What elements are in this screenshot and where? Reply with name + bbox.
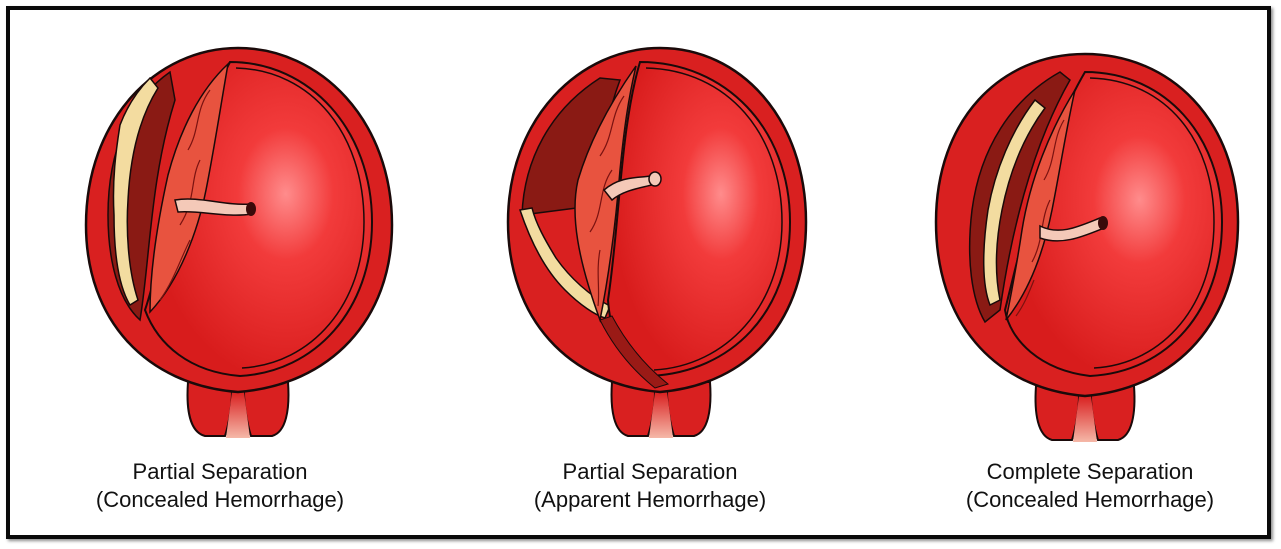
caption-partial-apparent: Partial Separation (Apparent Hemorrhage) [440, 458, 860, 514]
caption-complete-concealed: Complete Separation (Concealed Hemorrhag… [880, 458, 1281, 514]
uterus-illustration-2 [508, 48, 806, 438]
caption-title: Partial Separation [10, 458, 430, 486]
uterus-illustration-1 [86, 48, 392, 438]
caption-subtitle: (Concealed Hemorrhage) [10, 486, 430, 514]
caption-partial-concealed: Partial Separation (Concealed Hemorrhage… [10, 458, 430, 514]
caption-title: Partial Separation [440, 458, 860, 486]
cord-end-1 [246, 202, 256, 216]
caption-subtitle: (Apparent Hemorrhage) [440, 486, 860, 514]
cord-end-3 [1098, 216, 1108, 230]
cord-end-2 [649, 172, 661, 186]
caption-subtitle: (Concealed Hemorrhage) [880, 486, 1281, 514]
uterus-illustration-3 [936, 54, 1238, 442]
caption-title: Complete Separation [880, 458, 1281, 486]
